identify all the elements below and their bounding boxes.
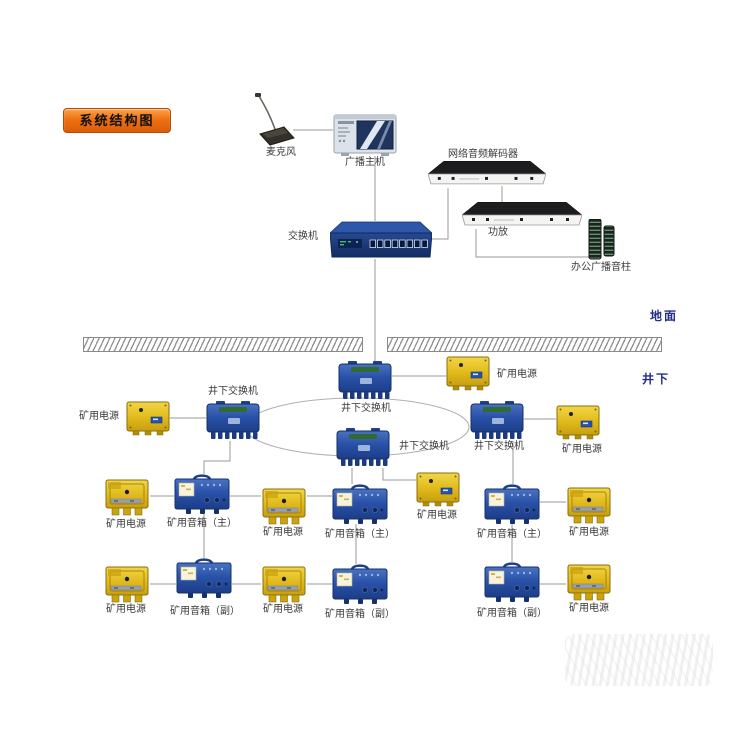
title-badge: 系统结构图 (63, 108, 171, 133)
mine-speaker-sub-left-icon (176, 558, 232, 600)
mine-power-left-label: 矿用电源 (79, 411, 119, 422)
mine-power-label: 矿用电源 (569, 603, 609, 614)
mine-power-label: 矿用电源 (417, 510, 457, 521)
amplifier-label: 功放 (488, 227, 508, 238)
mine-power-icon (261, 564, 307, 603)
sound-column-icon (587, 219, 617, 261)
underground-switch-middle-icon (336, 428, 390, 468)
sound-column-label: 办公广播音柱 (571, 262, 631, 273)
mine-speaker-main-right-icon (484, 484, 540, 526)
microphone-label: 麦克风 (266, 147, 296, 158)
mine-speaker-main-right-label: 矿用音箱（主） (477, 529, 547, 540)
underground-switch-top-label: 井下交换机 (341, 403, 391, 414)
mine-power-icon (104, 477, 150, 516)
underground-switch-left-label: 井下交换机 (208, 386, 258, 397)
mine-power-icon (566, 485, 612, 524)
mine-speaker-sub-right-label: 矿用音箱（副） (477, 608, 547, 619)
underground-switch-left-icon (206, 401, 260, 441)
zone-label-surface: 地面 (650, 309, 679, 323)
broadcast-host-icon (333, 113, 397, 157)
microphone-icon (250, 92, 300, 148)
mine-power-label: 矿用电源 (106, 519, 146, 530)
mine-power-icon (566, 562, 612, 601)
mine-speaker-main-left-label: 矿用音箱（主） (167, 518, 237, 529)
mine-power-topright-label: 矿用电源 (497, 369, 537, 380)
underground-switch-top-icon (338, 361, 392, 401)
mine-speaker-sub-left-label: 矿用音箱（副） (170, 606, 240, 617)
mine-speaker-sub-right-icon (484, 562, 540, 604)
mine-power-label: 矿用电源 (106, 604, 146, 615)
network-audio-decoder-icon (428, 161, 546, 187)
amplifier-icon (462, 202, 582, 228)
ethernet-switch-label: 交换机 (288, 231, 318, 242)
mine-power-label: 矿用电源 (263, 527, 303, 538)
zone-label-underground: 井下 (642, 372, 671, 386)
mine-power-icon (104, 564, 150, 603)
mine-power-topright-icon (446, 355, 490, 392)
mine-speaker-main-left-icon (174, 474, 230, 516)
underground-switch-right-label: 井下交换机 (474, 441, 524, 452)
mine-speaker-main-middle-label: 矿用音箱（主） (325, 529, 395, 540)
mine-speaker-main-middle-icon (332, 484, 388, 526)
mine-power-right-icon (556, 404, 600, 441)
mine-power-label: 矿用电源 (263, 604, 303, 615)
underground-switch-middle-label: 井下交换机 (399, 441, 449, 452)
ground-band-right (387, 337, 662, 352)
mine-speaker-sub-middle-icon (332, 564, 388, 606)
broadcast-host-label: 广播主机 (345, 157, 385, 168)
mine-power-label: 矿用电源 (569, 527, 609, 538)
mine-power-right-label: 矿用电源 (562, 444, 602, 455)
network-audio-decoder-label: 网络音频解码器 (448, 149, 518, 160)
mine-power-icon (261, 486, 307, 525)
mine-speaker-sub-middle-label: 矿用音箱（副） (325, 609, 395, 620)
ethernet-switch-icon (330, 221, 432, 259)
watermark (565, 634, 713, 686)
underground-switch-right-icon (470, 401, 524, 441)
ground-band-left (83, 337, 363, 352)
mine-power-icon (416, 471, 460, 508)
